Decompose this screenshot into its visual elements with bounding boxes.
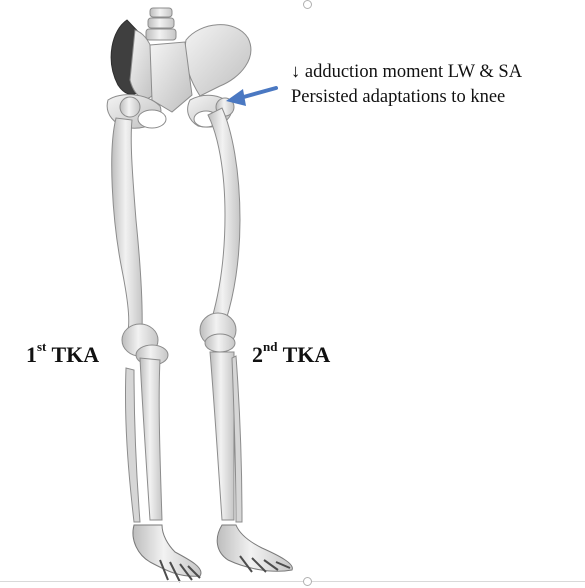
second-tka-ordinal: nd xyxy=(263,339,277,354)
resize-handle-bottom[interactable] xyxy=(303,577,312,586)
first-tka-ordinal: st xyxy=(37,339,46,354)
first-tka-label: 1st TKA xyxy=(26,342,99,368)
left-foot xyxy=(217,525,292,572)
lumbar-spine xyxy=(146,8,176,40)
first-tka-number: 1 xyxy=(26,342,37,367)
right-foot xyxy=(133,525,201,582)
resize-handle-top[interactable] xyxy=(303,0,312,9)
right-femur xyxy=(112,118,168,365)
second-tka-label: 2nd TKA xyxy=(252,342,330,368)
first-tka-text: TKA xyxy=(46,342,99,367)
second-tka-text: TKA xyxy=(277,342,330,367)
adaptation-annotation: ↓ adduction moment LW & SA Persisted ada… xyxy=(291,60,522,110)
frame-bottom-border xyxy=(0,581,585,582)
second-tka-number: 2 xyxy=(252,342,263,367)
annotation-line-1: ↓ adduction moment LW & SA xyxy=(291,60,522,85)
right-tibia-fibula xyxy=(125,358,162,522)
left-tibia-fibula xyxy=(210,352,242,522)
pelvis xyxy=(107,20,251,128)
annotation-line-2: Persisted adaptations to knee xyxy=(291,85,522,110)
left-femur xyxy=(200,108,240,352)
